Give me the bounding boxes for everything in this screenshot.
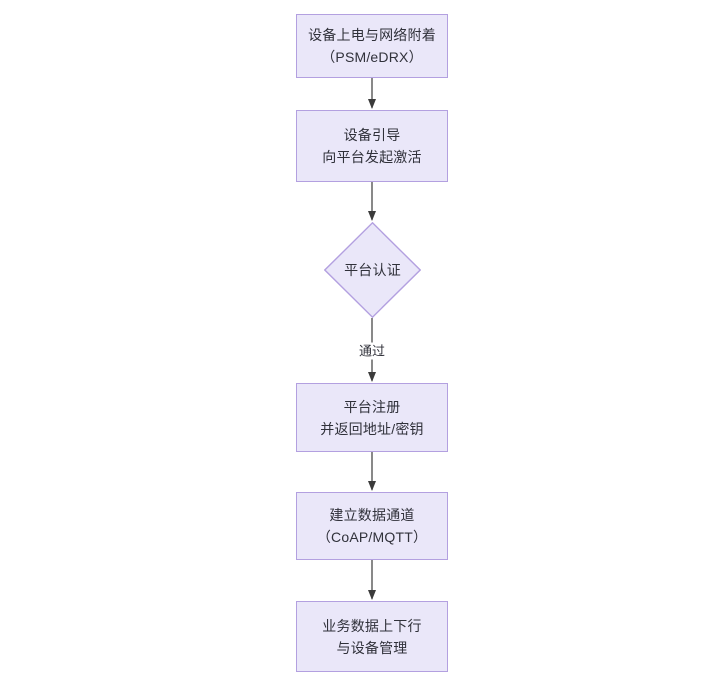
node-power-on-line-2: （PSM/eDRX） — [321, 49, 423, 65]
edge-label-pass: 通过 — [355, 342, 389, 360]
node-business-data-line-1: 业务数据上下行 — [322, 617, 422, 634]
node-data-channel[interactable]: 建立数据通道 （CoAP/MQTT） — [296, 492, 448, 560]
node-business-data-line-2: 与设备管理 — [336, 639, 408, 656]
node-power-on[interactable]: 设备上电与网络附着 （PSM/eDRX） — [296, 14, 448, 78]
node-bootstrap[interactable]: 设备引导 向平台发起激活 — [296, 110, 448, 182]
node-data-channel-line-2: （CoAP/MQTT） — [316, 529, 428, 545]
node-platform-auth-label: 平台认证 — [344, 262, 401, 278]
node-power-on-line-1: 设备上电与网络附着 — [308, 27, 436, 43]
node-platform-register-line-2: 并返回地址/密钥 — [320, 420, 424, 437]
node-platform-register-line-1: 平台注册 — [343, 398, 401, 415]
node-platform-auth[interactable]: 平台认证 — [324, 222, 421, 318]
node-data-channel-line-1: 建立数据通道 — [329, 507, 415, 523]
node-bootstrap-line-2: 向平台发起激活 — [322, 149, 422, 165]
node-bootstrap-line-1: 设备引导 — [343, 127, 401, 143]
node-business-data[interactable]: 业务数据上下行 与设备管理 — [296, 601, 448, 672]
node-platform-register[interactable]: 平台注册 并返回地址/密钥 — [296, 383, 448, 452]
